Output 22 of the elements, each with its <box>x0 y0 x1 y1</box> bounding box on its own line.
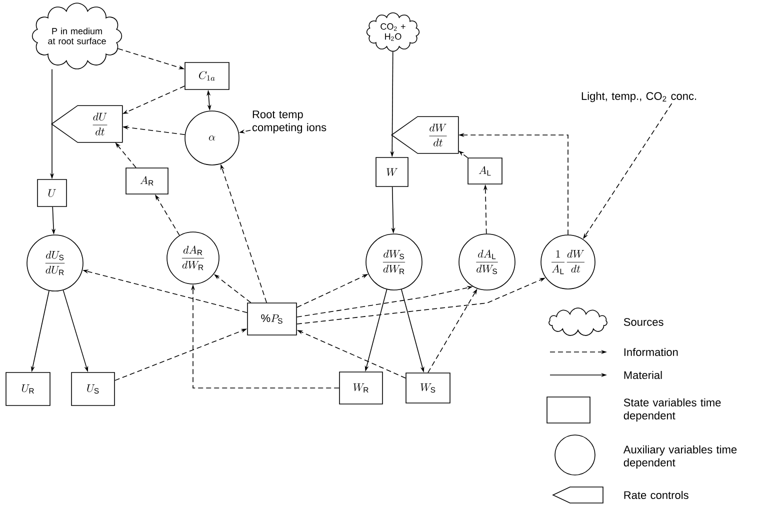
state-variable-box: $\%P_{\mathrm{S}}$ <box>247 302 297 336</box>
state-variable-box: $A_{\mathrm{L}}$ <box>468 158 502 184</box>
state-variable-box: $W_{\mathrm{R}}$ <box>339 372 383 404</box>
rate-control-valve: $\dfrac{dU}{dt}$ <box>50 105 123 143</box>
legend-text: Information <box>624 348 678 356</box>
legend-text: Material <box>624 370 662 380</box>
state-variable-box: $C_{1a}$ <box>184 62 230 90</box>
state-variable-box: $W_{\mathrm{S}}$ <box>406 372 450 404</box>
source-cloud: P in medium at root surface <box>32 2 122 70</box>
state-variable-box: $U_{\mathrm{R}}$ <box>6 372 50 406</box>
annotation-text: Root temp competing ions <box>252 110 326 134</box>
annotation-text: Light, temp., CO$_{2}$ conc. <box>582 92 696 102</box>
legend-text: Rate controls <box>624 490 688 500</box>
source-cloud: CO$_{2}$ + H$_{2}$O <box>366 12 420 52</box>
state-variable-box: $U_{\mathrm{S}}$ <box>71 372 115 406</box>
state-variable-box: $U$ <box>37 179 67 207</box>
legend-text: Sources <box>624 318 664 326</box>
rate-control-valve: $\dfrac{dW}{dt}$ <box>390 116 459 154</box>
legend-text: State variables time dependent <box>624 398 721 422</box>
legend-text: Auxiliary variables time dependent <box>623 445 737 469</box>
state-variable-box: $W$ <box>376 157 408 187</box>
state-variable-box: $A_{\mathrm{R}}$ <box>126 168 168 194</box>
